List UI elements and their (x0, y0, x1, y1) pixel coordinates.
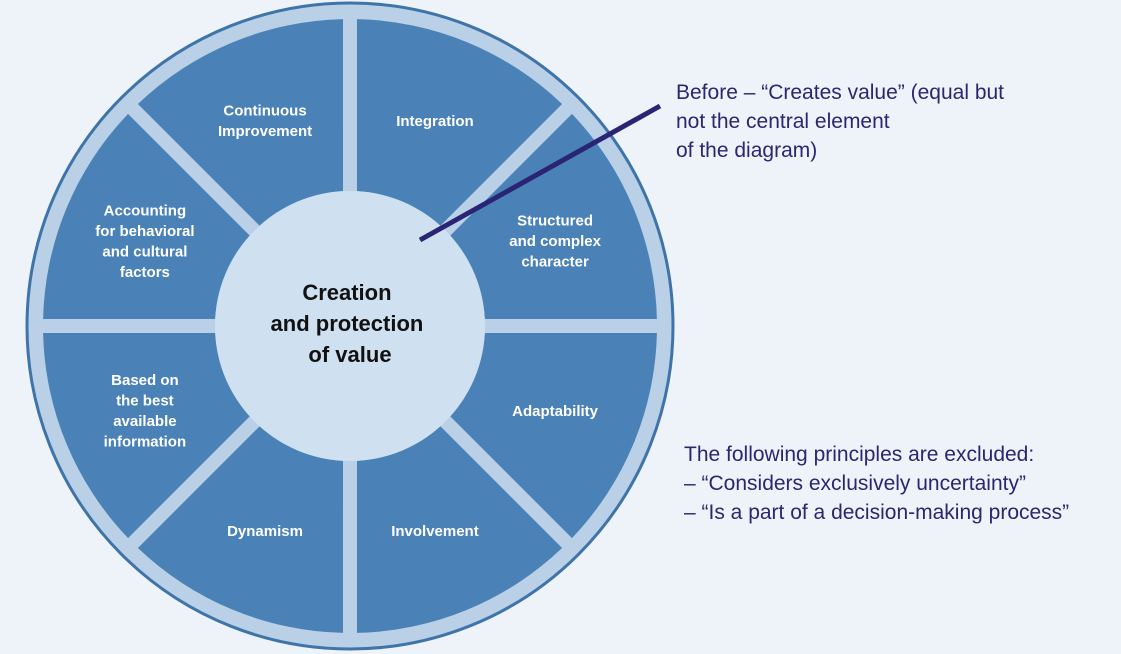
segment-label-line: and cultural (102, 243, 187, 260)
segment-label-line: factors (120, 264, 170, 281)
wheel-segment (43, 332, 250, 539)
segment-label: Involvement (391, 523, 479, 540)
wheel-segment (450, 332, 657, 539)
segment-label: Adaptability (512, 403, 598, 420)
wheel-segment (450, 113, 657, 320)
segment-label-line: the best (116, 393, 174, 410)
segment-label: Integration (396, 113, 474, 130)
wheel-segment (137, 426, 344, 633)
wheel-segment (43, 113, 250, 320)
wheel-segment (137, 19, 344, 226)
segment-label-line: and complex (509, 233, 601, 250)
before-note-line: of the diagram) (676, 139, 818, 162)
segment-label: Structured and complex character (509, 213, 601, 271)
center-label-line: and protection (271, 311, 424, 336)
segment-label: Dynamism (227, 523, 303, 540)
segment-label-line: Integration (396, 113, 474, 130)
segment-label-line: information (104, 434, 187, 451)
wheel-segment (356, 19, 563, 226)
before-note: Before – “Creates value” (equal but not … (676, 78, 1096, 165)
segment-label: Based on the best available information (104, 372, 187, 451)
segment-label: Accounting for behavioral and cultural fact… (95, 202, 194, 281)
segment-label-line: Continuous (223, 103, 306, 120)
segments (43, 19, 657, 633)
wheel-segment (356, 426, 563, 633)
pointer-line (418, 103, 662, 243)
segment-label-line: available (113, 413, 176, 430)
before-note-line: Before – “Creates value” (equal but (676, 81, 1005, 104)
center-label: Creation and protection of value (271, 280, 430, 367)
segment-label-line: Structured (517, 213, 593, 230)
excluded-note-line: The following principles are excluded: (684, 443, 1035, 466)
center-circle (215, 191, 485, 461)
segment-label-line: Adaptability (512, 403, 598, 420)
center-label-line: of value (308, 342, 391, 367)
excluded-note-line: – “Considers exclusively uncertainty” (684, 472, 1026, 495)
segment-label-line: Dynamism (227, 523, 303, 540)
segment-label-line: Involvement (391, 523, 479, 540)
segment-label-line: character (521, 254, 589, 271)
segment-label-line: Improvement (218, 123, 312, 140)
before-note-line: not the central element (676, 110, 890, 133)
excluded-principles-note: The following principles are excluded: –… (684, 440, 1114, 527)
center-label-line: Creation (302, 280, 391, 305)
segment-label-line: for behavioral (95, 223, 194, 240)
excluded-note-line: – “Is a part of a decision-making proces… (684, 501, 1070, 524)
segment-label-line: Accounting (104, 202, 187, 219)
segment-label-line: Based on (111, 372, 179, 389)
